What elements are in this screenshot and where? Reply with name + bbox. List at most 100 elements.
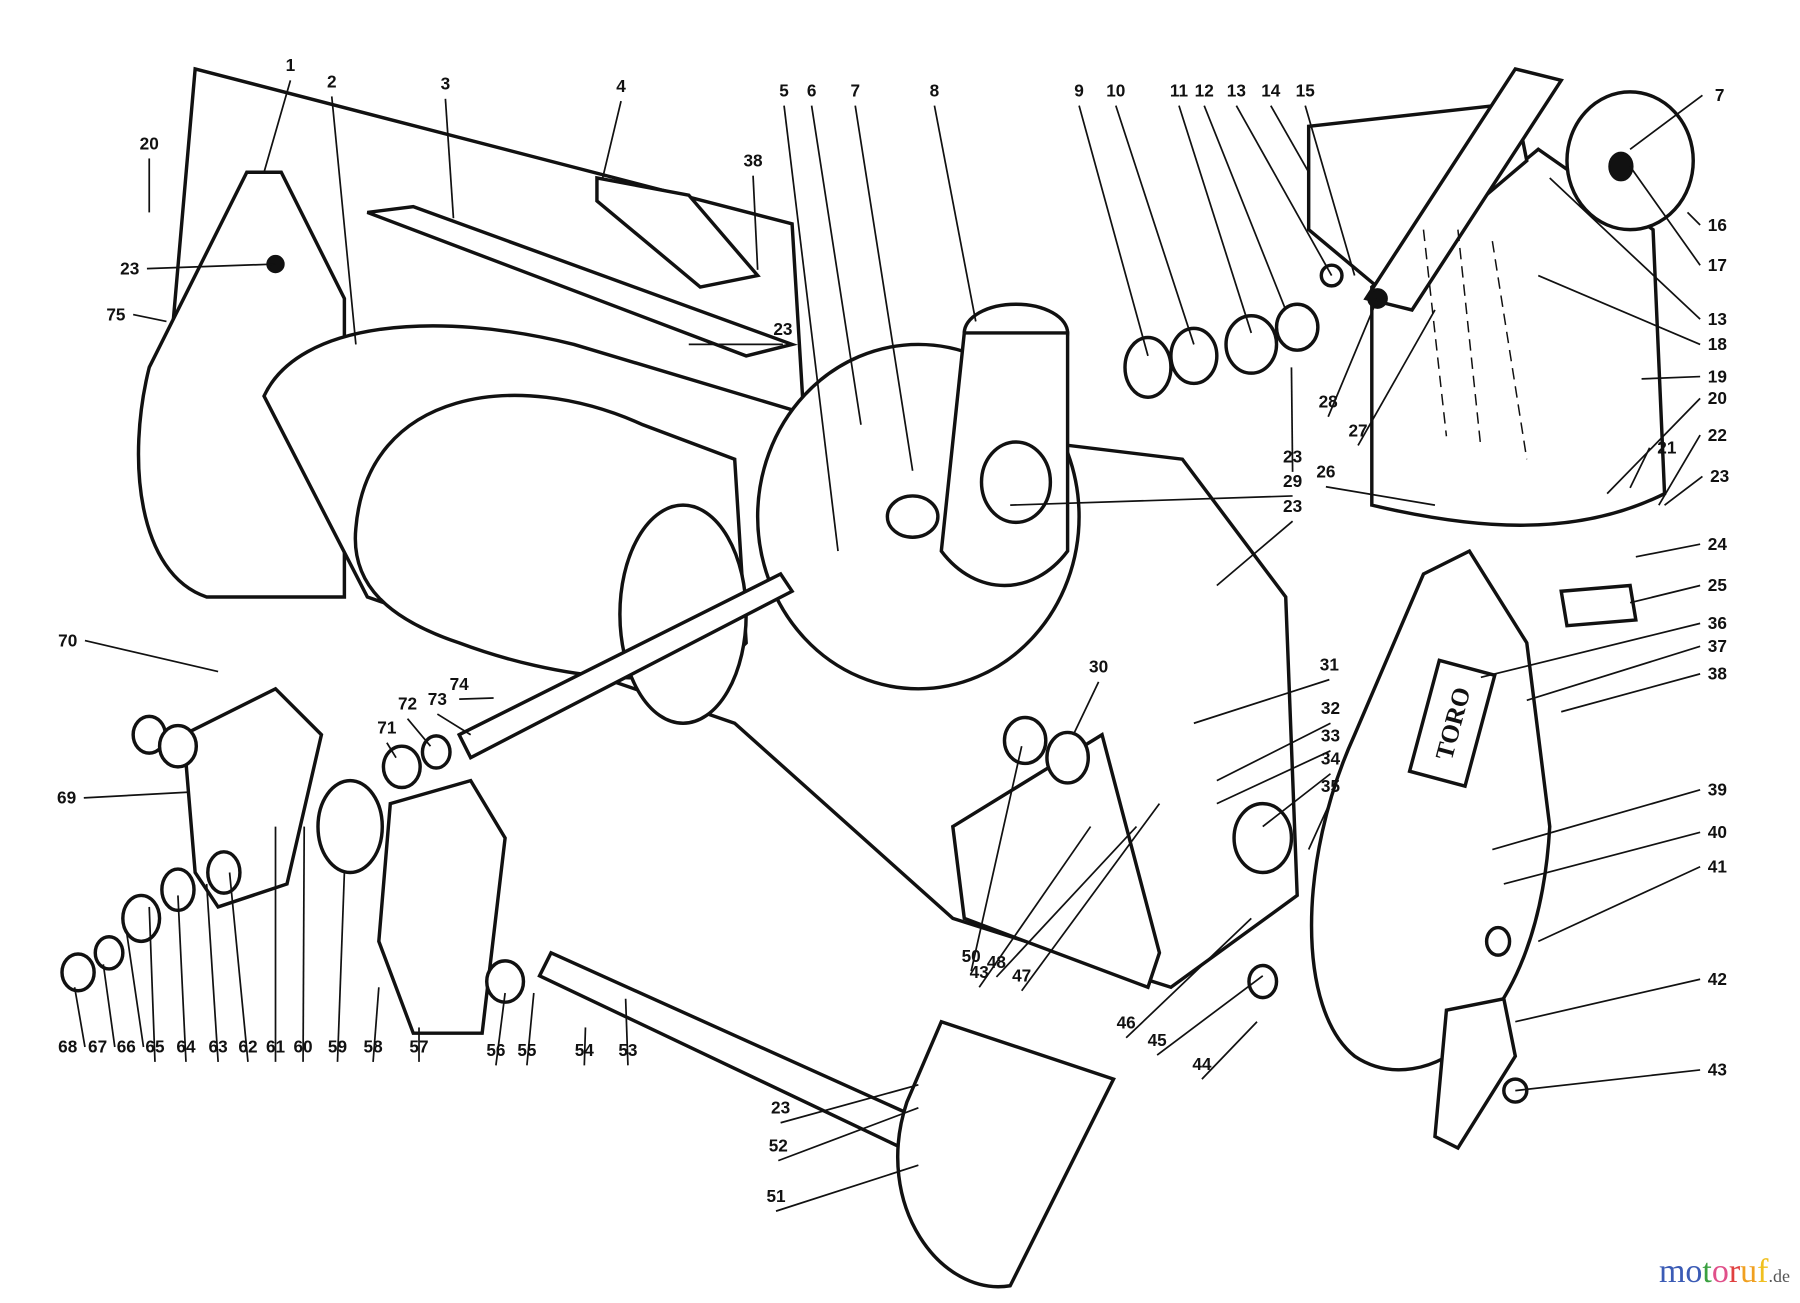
leader-line	[1480, 622, 1701, 679]
leader-line	[775, 1164, 919, 1212]
leader-line	[810, 105, 862, 425]
callout-2: 2	[327, 71, 337, 91]
callout-73: 73	[428, 689, 447, 709]
leader-lines	[73, 80, 1703, 1212]
callout-40: 40	[1708, 822, 1727, 842]
callout-21: 21	[1657, 437, 1677, 457]
housing-left-side-plate	[136, 170, 347, 599]
watermark-suffix: .de	[1768, 1266, 1791, 1286]
callout-41: 41	[1708, 856, 1728, 876]
callout-19: 19	[1708, 366, 1727, 386]
callout-39: 39	[1708, 780, 1727, 800]
callout-20: 20	[1708, 388, 1727, 408]
leader-line	[444, 98, 455, 219]
leader-line	[1193, 678, 1330, 725]
watermark-letter: u	[1740, 1253, 1758, 1290]
callout-43: 43	[1708, 1060, 1727, 1080]
watermark-letter: m	[1658, 1253, 1686, 1290]
leader-line	[752, 175, 759, 270]
leader-line	[1629, 165, 1701, 266]
leader-line	[1114, 105, 1195, 345]
leader-line	[1629, 447, 1651, 489]
callout-42: 42	[1708, 969, 1727, 989]
callout-23: 23	[120, 258, 139, 278]
callout-45: 45	[1148, 1030, 1168, 1050]
callout-17: 17	[1708, 255, 1727, 275]
leader-line	[1235, 105, 1333, 276]
leader-line	[1629, 94, 1703, 150]
callout-20: 20	[140, 133, 159, 153]
leader-line	[978, 826, 1092, 988]
leader-line	[84, 639, 219, 673]
callout-70: 70	[58, 630, 77, 650]
leader-line	[1641, 375, 1701, 380]
toro-logo-plate	[1407, 658, 1497, 789]
leader-line	[1606, 397, 1701, 495]
callout-15: 15	[1296, 80, 1316, 100]
leader-line	[1307, 800, 1332, 850]
leader-line	[83, 791, 190, 799]
worm-gear-59	[316, 778, 384, 875]
leader-line	[372, 987, 380, 1062]
callout-33: 33	[1321, 726, 1340, 746]
callout-46: 46	[1117, 1013, 1136, 1033]
bearing-hub	[979, 440, 1053, 525]
callout-12: 12	[1195, 80, 1214, 100]
leader-line	[1526, 645, 1701, 702]
leader-line	[1664, 475, 1703, 506]
callout-37: 37	[1708, 636, 1727, 656]
callout-35: 35	[1321, 776, 1341, 796]
leader-line	[780, 1084, 919, 1124]
leader-line	[526, 992, 535, 1066]
leader-line	[302, 826, 306, 1062]
leader-line	[1549, 177, 1701, 320]
callout-10: 10	[1106, 80, 1125, 100]
callout-30: 30	[1089, 657, 1108, 677]
leader-line	[1635, 543, 1701, 558]
callout-14: 14	[1261, 80, 1281, 100]
leader-line	[1078, 105, 1149, 357]
callout-71: 71	[377, 718, 397, 738]
leader-line	[132, 313, 167, 323]
callout-68: 68	[58, 1037, 78, 1057]
callout-26: 26	[1316, 462, 1335, 482]
callout-31: 31	[1320, 654, 1340, 674]
leader-line	[1515, 978, 1701, 1023]
leader-line	[1020, 803, 1161, 992]
chute-handle	[1363, 66, 1564, 312]
leader-line	[1156, 975, 1264, 1056]
callout-55: 55	[517, 1040, 537, 1060]
callout-47: 47	[1012, 966, 1031, 986]
callout-5: 5	[779, 80, 789, 100]
leader-line	[436, 713, 472, 736]
callout-75: 75	[106, 304, 126, 324]
leader-line	[1201, 1021, 1258, 1080]
leader-line	[1203, 105, 1287, 311]
bearing-30	[1045, 730, 1090, 785]
watermark-letter: r	[1728, 1253, 1741, 1290]
leader-line	[459, 697, 494, 701]
leader-line	[495, 992, 506, 1066]
callout-24: 24	[1708, 534, 1728, 554]
callout-36: 36	[1708, 613, 1727, 633]
leader-line	[73, 987, 86, 1048]
leader-line	[336, 872, 346, 1062]
callout-56: 56	[486, 1040, 505, 1060]
callout-38: 38	[1708, 664, 1728, 684]
callout-23: 23	[1283, 496, 1302, 516]
leader-line	[228, 872, 249, 1062]
callout-29: 29	[1283, 471, 1302, 491]
auger-shaft	[456, 571, 795, 761]
leader-line	[995, 825, 1138, 978]
leader-line	[601, 100, 622, 179]
leader-line	[1072, 681, 1100, 736]
leader-line	[1290, 367, 1294, 472]
watermark-letter: t	[1702, 1253, 1712, 1290]
callout-7: 7	[1715, 85, 1725, 105]
leader-line	[1216, 722, 1331, 782]
leader-line	[1629, 584, 1701, 604]
callout-25: 25	[1708, 575, 1728, 595]
leader-line	[1515, 1069, 1701, 1092]
gear-case-69	[181, 686, 324, 909]
